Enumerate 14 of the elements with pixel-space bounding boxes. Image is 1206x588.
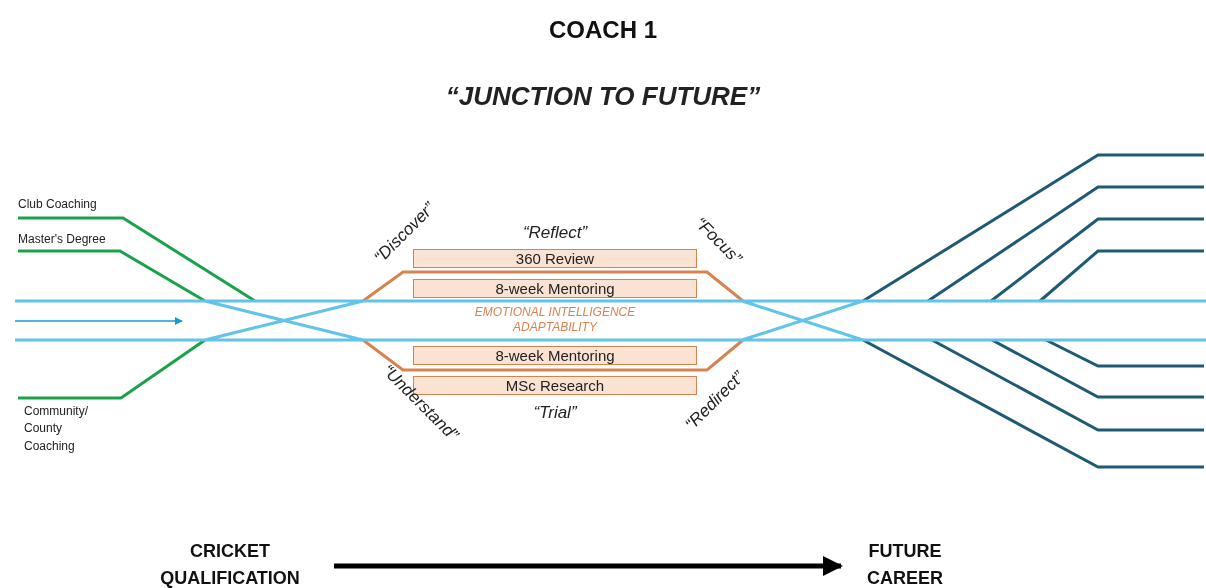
milestone-text: FUTURE CAREER [845,538,965,588]
track-label: Club Coaching [18,197,98,213]
stage-word: “Trial” [532,402,579,424]
stage-word: “Reflect” [521,222,589,244]
theme-text: EMOTIONAL INTELLIGENCE ADAPTABILITY [473,305,637,335]
title: COACH 1 [548,16,658,44]
activity-box: 360 Review [413,249,697,268]
activity-box: 8-week Mentoring [413,346,697,365]
track-label: Community/ County Coaching [24,403,89,455]
track-label: Master's Degree [18,232,107,248]
arrow [334,556,843,576]
activity-box: 8-week Mentoring [413,279,697,298]
subtitle: “JUNCTION TO FUTURE” [444,80,762,113]
milestone-text: CRICKET QUALIFICATION [130,538,330,588]
